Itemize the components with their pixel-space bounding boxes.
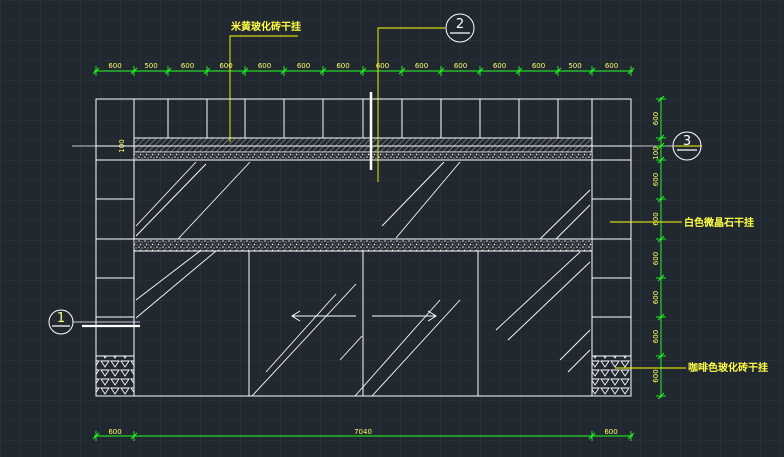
bottom-dimension-labels: 600 7040 600: [108, 428, 617, 436]
label-beige-tile: 米黄玻化砖干挂: [231, 20, 301, 33]
top-dim-label: 600: [108, 62, 121, 70]
top-tile-joints: [133, 99, 593, 138]
section-marker-3: 3: [672, 131, 702, 161]
svg-text:3: 3: [683, 134, 691, 149]
bottom-dim-right: 600: [604, 428, 617, 436]
top-dim-label: 600: [454, 62, 467, 70]
granite-band-top: [133, 151, 593, 161]
top-dimension-labels: 600 500 600 600 600 600 600 600 600 600 600 600 500 6…: [108, 62, 618, 70]
svg-text:2: 2: [456, 17, 464, 32]
sliding-door-arrows: [291, 310, 437, 322]
top-dim-label: 600: [297, 62, 310, 70]
bottom-dim-total: 7040: [354, 428, 372, 436]
top-dim-label: 600: [376, 62, 389, 70]
glass-panels: [133, 159, 593, 397]
right-dim-label: 600: [652, 173, 660, 186]
top-dim-label: 600: [219, 62, 232, 70]
right-dim-label: 600: [652, 212, 660, 225]
top-dim-label: 600: [181, 62, 194, 70]
base-block-left: [95, 355, 135, 397]
right-dim-label: 600: [652, 291, 660, 304]
bottom-dim-left: 600: [108, 428, 121, 436]
section-marker-2: 2: [445, 13, 475, 43]
hatched-band: [133, 137, 593, 153]
top-dim-label: 600: [336, 62, 349, 70]
glass-reflection-lines: [135, 161, 591, 397]
top-dim-label: 600: [532, 62, 545, 70]
annotation-leaders: [229, 35, 686, 369]
section-marker-1: 1: [48, 309, 140, 335]
top-dim-label: 600: [605, 62, 618, 70]
right-dimension-labels: 600 100 600 600 600 600 600 600: [652, 112, 660, 383]
right-dim-label: 100: [652, 146, 660, 159]
svg-text:1: 1: [57, 311, 65, 326]
right-dim-label: 600: [652, 112, 660, 125]
label-coffee-tile: 咖啡色玻化砖干挂: [688, 361, 768, 374]
top-dim-label: 500: [144, 62, 157, 70]
top-dim-label: 600: [415, 62, 428, 70]
dimension-ticks: [92, 66, 666, 441]
label-white-stone: 白色微晶石干挂: [684, 216, 754, 229]
top-dim-label: 600: [258, 62, 271, 70]
marker-leaders: [377, 27, 702, 182]
right-dim-label: 600: [652, 369, 660, 382]
right-dim-label: 600: [652, 252, 660, 265]
right-dim-label: 600: [652, 330, 660, 343]
top-dim-label: 600: [493, 62, 506, 70]
small-dim-label: 100: [118, 139, 126, 152]
top-dim-label: 500: [568, 62, 581, 70]
base-block-right: [591, 355, 632, 397]
granite-band-middle: [133, 238, 593, 252]
